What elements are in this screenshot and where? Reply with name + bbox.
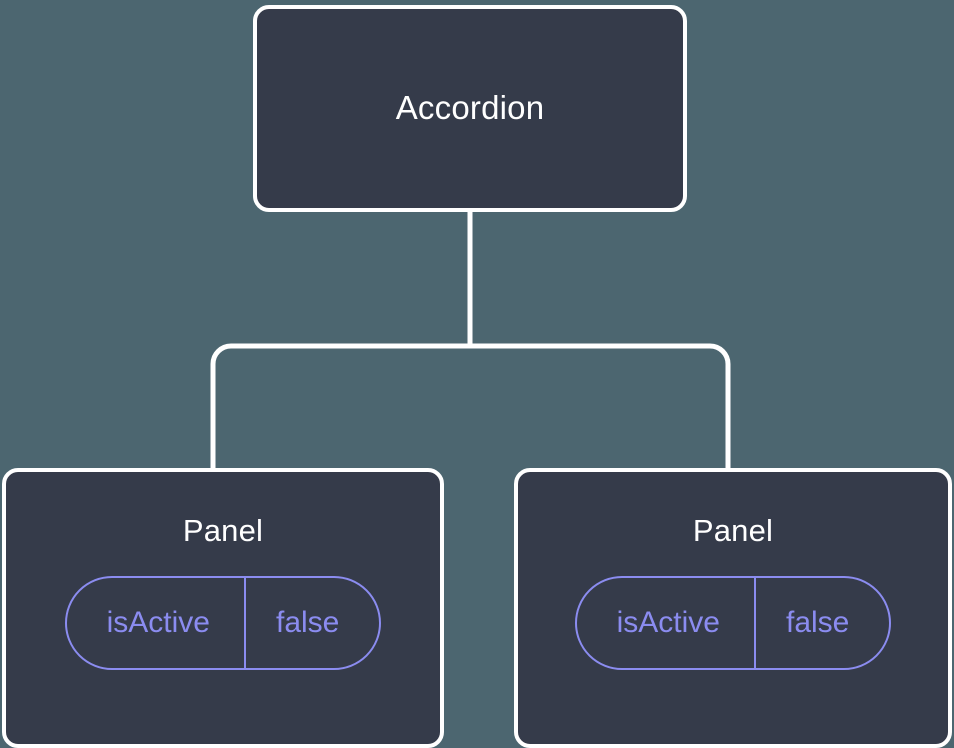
prop-badge-key: isActive xyxy=(106,606,210,640)
connector-branch-left xyxy=(210,343,470,472)
node-panel-1-prop-list: isActive false xyxy=(64,576,382,671)
node-panel-2-prop-list: isActive false xyxy=(574,576,892,671)
node-panel-2[interactable]: Panel isActive false xyxy=(514,468,952,748)
node-panel-1-label: Panel xyxy=(182,513,264,548)
node-panel-1[interactable]: Panel isActive false xyxy=(2,468,444,748)
prop-badge-key: isActive xyxy=(616,606,720,640)
prop-badge-value: false xyxy=(243,578,379,669)
node-accordion[interactable]: Accordion xyxy=(253,5,687,212)
prop-badge-value: false xyxy=(753,578,889,669)
prop-badge-isactive[interactable]: isActive false xyxy=(64,576,382,671)
prop-badge-isactive[interactable]: isActive false xyxy=(574,576,892,671)
connector-branch-right xyxy=(470,343,731,472)
node-panel-2-label: Panel xyxy=(692,513,774,548)
node-accordion-label: Accordion xyxy=(395,89,545,127)
